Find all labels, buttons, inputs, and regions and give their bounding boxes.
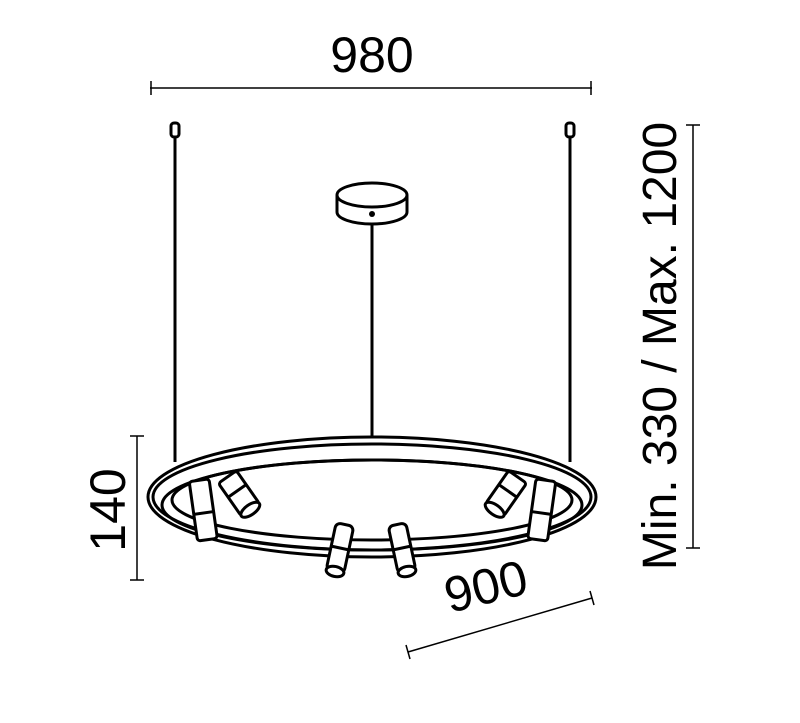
spotlight-right-inner bbox=[483, 470, 527, 519]
spotlight-right-outer bbox=[526, 477, 557, 543]
spotlight-center-right bbox=[387, 522, 418, 579]
spotlight-left-inner bbox=[218, 470, 262, 519]
diameter-label: 900 bbox=[439, 549, 534, 624]
light-ring bbox=[146, 435, 598, 559]
spotlight-center-left bbox=[324, 522, 355, 579]
width-label: 980 bbox=[330, 27, 413, 83]
width-dimension: 980 bbox=[150, 27, 592, 95]
spotlights bbox=[188, 470, 557, 579]
suspension-wires bbox=[169, 121, 576, 462]
diameter-dimension: 900 bbox=[405, 549, 595, 660]
suspension-dimension: Min. 330 / Max. 1200 bbox=[634, 122, 700, 570]
ring-height-dimension: 140 bbox=[80, 435, 144, 581]
ring-height-label: 140 bbox=[80, 468, 136, 551]
ceiling-canopy bbox=[335, 181, 409, 440]
spotlight-left-outer bbox=[188, 477, 219, 543]
suspension-label: Min. 330 / Max. 1200 bbox=[634, 122, 687, 570]
